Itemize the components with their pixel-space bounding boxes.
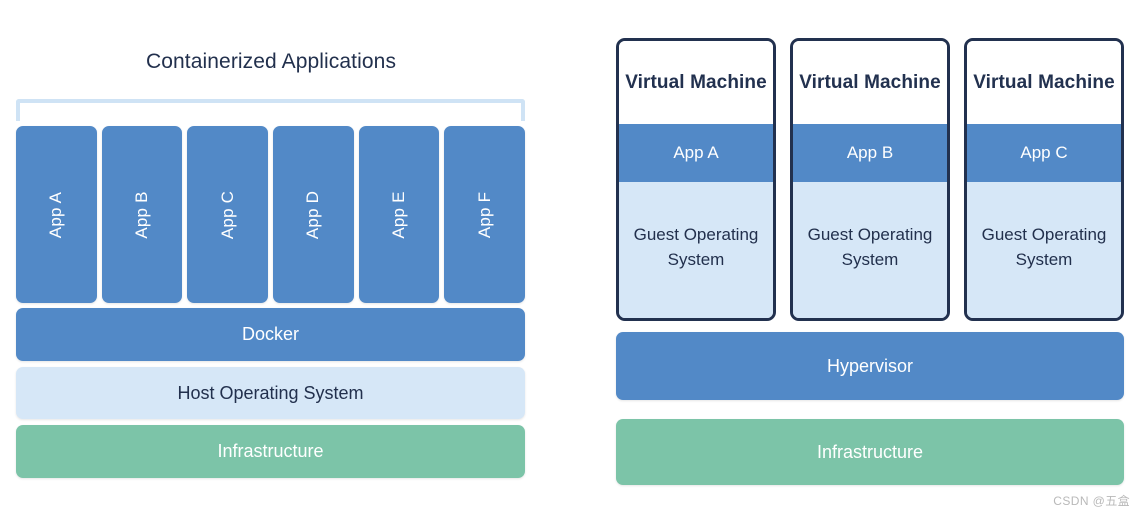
virtual-machine-box: Virtual Machine App A Guest Operating Sy… bbox=[616, 38, 776, 321]
infrastructure-label-left: Infrastructure bbox=[217, 441, 324, 461]
virtual-machine-box: Virtual Machine App B Guest Operating Sy… bbox=[790, 38, 950, 321]
container-app-box: App E bbox=[358, 126, 440, 303]
virtual-machine-app-label: App B bbox=[793, 124, 947, 182]
virtual-machines-panel: Virtual Machine App A Guest Operating Sy… bbox=[600, 0, 1146, 516]
infrastructure-layer-right: Infrastructure bbox=[616, 419, 1124, 485]
container-app-label: App F bbox=[474, 191, 494, 238]
container-app-label: App B bbox=[132, 190, 151, 239]
virtual-machine-title: Virtual Machine bbox=[793, 41, 947, 124]
infrastructure-label-right: Infrastructure bbox=[816, 441, 924, 462]
container-app-label: App D bbox=[303, 190, 323, 239]
app-group-bracket-icon bbox=[16, 99, 525, 121]
container-app-box: App F bbox=[444, 126, 526, 303]
container-app-label: App E bbox=[389, 190, 409, 239]
virtual-machine-title: Virtual Machine bbox=[619, 41, 773, 124]
virtual-machine-title: Virtual Machine bbox=[967, 41, 1121, 124]
containers-panel: Containerized Applications App A App B A… bbox=[0, 0, 560, 516]
host-operating-system-label: Host Operating System bbox=[177, 382, 364, 403]
docker-layer: Docker bbox=[16, 308, 525, 361]
containers-panel-title: Containerized Applications bbox=[145, 50, 397, 73]
container-app-box: App B bbox=[101, 126, 183, 303]
host-operating-system-layer: Host Operating System bbox=[16, 367, 525, 419]
virtual-machine-app-label: App A bbox=[619, 124, 773, 182]
guest-operating-system-label: Guest Operating System bbox=[967, 182, 1121, 318]
guest-operating-system-label: Guest Operating System bbox=[793, 182, 947, 318]
virtual-machine-app-label: App C bbox=[967, 124, 1121, 182]
watermark-text: CSDN @五盒 bbox=[1053, 494, 1130, 508]
container-app-label: App A bbox=[46, 191, 66, 238]
hypervisor-layer: Hypervisor bbox=[616, 332, 1124, 400]
virtual-machine-box: Virtual Machine App C Guest Operating Sy… bbox=[964, 38, 1124, 321]
hypervisor-label: Hypervisor bbox=[826, 355, 914, 376]
container-app-box: App D bbox=[273, 126, 354, 303]
docker-layer-label: Docker bbox=[241, 324, 299, 344]
container-app-box: App A bbox=[16, 126, 97, 303]
guest-operating-system-label: Guest Operating System bbox=[619, 182, 773, 318]
infrastructure-layer-left: Infrastructure bbox=[16, 425, 525, 478]
container-apps-row: App A App B App C App D App E App F bbox=[16, 126, 526, 303]
container-app-label: App C bbox=[217, 190, 237, 239]
container-app-box: App C bbox=[187, 126, 269, 303]
virtual-machines-row: Virtual Machine App A Guest Operating Sy… bbox=[616, 38, 1124, 321]
